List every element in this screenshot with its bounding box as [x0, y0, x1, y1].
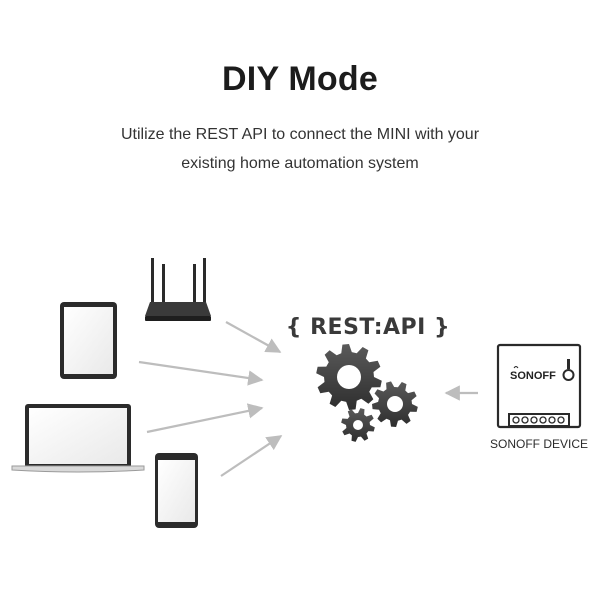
- arrow-phone: [220, 435, 283, 477]
- device-brand: SONOFF: [510, 370, 556, 382]
- subtitle-line-2: existing home automation system: [181, 155, 419, 172]
- arrow-router: [225, 321, 282, 353]
- device-label: SONOFF DEVICE: [490, 437, 588, 451]
- sonoff-device-icon: SONOFF: [496, 343, 582, 429]
- page-title: DIY Mode: [222, 60, 378, 98]
- gear-large-icon: [316, 344, 382, 410]
- gears-icon: [316, 344, 418, 442]
- page-subtitle: Utilize the REST API to connect the MINI…: [60, 120, 540, 178]
- gear-medium-hole: [387, 396, 403, 412]
- gear-small-hole: [353, 420, 363, 430]
- laptop-icon: [11, 404, 145, 473]
- arrow-tablet: [138, 360, 264, 386]
- gear-medium-icon: [372, 381, 418, 427]
- gear-small-icon: [341, 408, 375, 442]
- arrow-laptop: [146, 403, 264, 434]
- client-arrows: [138, 321, 283, 477]
- rest-api-label: { REST:API }: [286, 315, 450, 340]
- gear-large-hole: [337, 365, 361, 389]
- router-icon: [145, 258, 211, 321]
- phone-icon: [155, 453, 198, 528]
- tablet-icon: [60, 302, 117, 379]
- subtitle-line-1: Utilize the REST API to connect the MINI…: [120, 126, 480, 143]
